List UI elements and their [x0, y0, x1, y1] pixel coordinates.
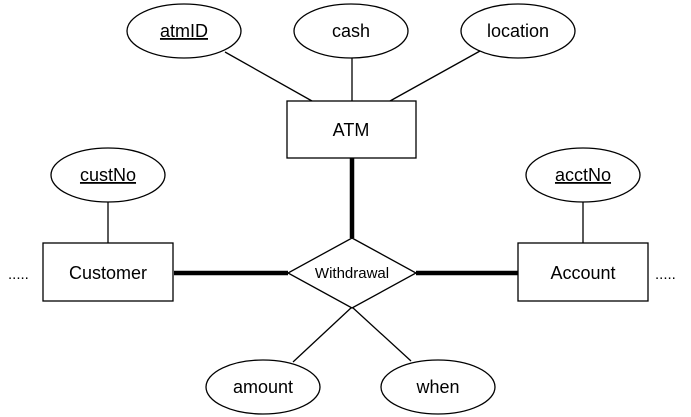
- entity-label: ATM: [333, 120, 370, 140]
- attribute-label: amount: [233, 377, 293, 397]
- account-continuation: .....: [655, 266, 676, 283]
- attribute-cash[interactable]: cash: [293, 3, 409, 59]
- edge-atmID-atm: [224, 51, 313, 102]
- attribute-amount[interactable]: amount: [205, 359, 321, 415]
- entity-atm[interactable]: ATM: [286, 100, 417, 159]
- edge-when-withdrawal: [351, 306, 412, 362]
- attribute-location[interactable]: location: [460, 3, 576, 59]
- entity-label: Customer: [69, 263, 147, 283]
- customer-continuation: .....: [8, 266, 29, 283]
- attribute-label: when: [415, 377, 459, 397]
- attribute-label: location: [487, 21, 549, 41]
- attribute-label: atmID: [160, 21, 208, 41]
- attribute-when[interactable]: when: [380, 359, 496, 415]
- edge-amount-withdrawal: [292, 306, 353, 363]
- attribute-acctNo[interactable]: acctNo: [525, 147, 641, 203]
- entity-label: Account: [550, 263, 615, 283]
- entity-account[interactable]: Account: [517, 242, 649, 302]
- attribute-atmID[interactable]: atmID: [126, 3, 242, 59]
- relationship-label: Withdrawal: [315, 265, 389, 282]
- entity-customer[interactable]: Customer: [42, 242, 174, 302]
- attribute-label: acctNo: [555, 165, 611, 185]
- relationship-withdrawal[interactable]: Withdrawal: [286, 237, 418, 309]
- attribute-label: custNo: [80, 165, 136, 185]
- attribute-custNo[interactable]: custNo: [50, 147, 166, 203]
- edge-location-atm: [389, 50, 481, 102]
- attribute-label: cash: [332, 21, 370, 41]
